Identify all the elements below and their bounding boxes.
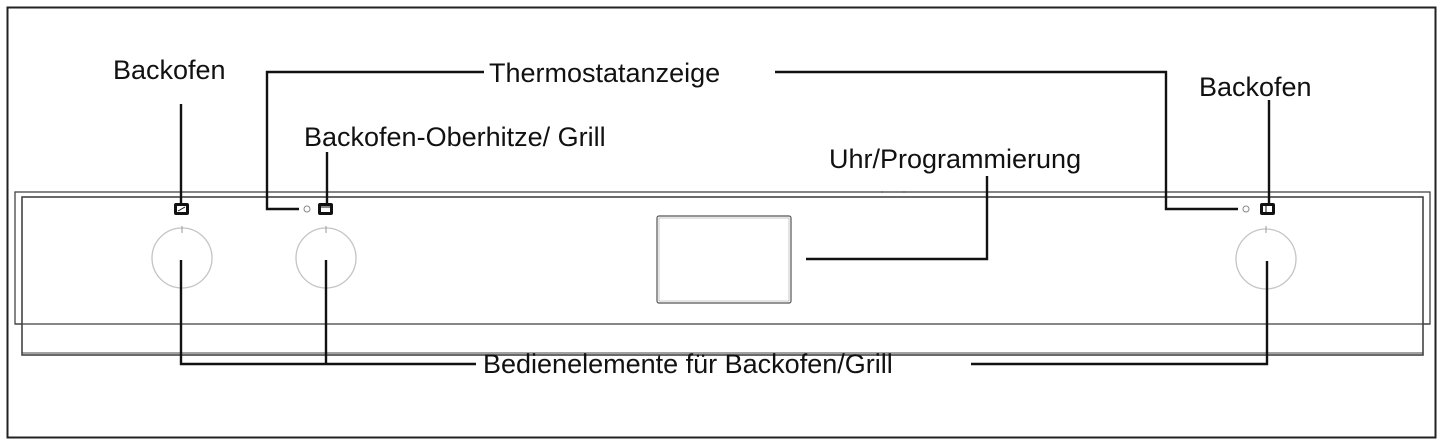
leader-controls-right xyxy=(971,261,1269,366)
label-thermostat: Thermostatanzeige xyxy=(489,58,720,88)
label-controls: Bedienelemente für Backofen/Grill xyxy=(483,349,893,379)
control-panel xyxy=(14,191,1431,356)
panel-detail-dot xyxy=(903,191,905,193)
label-top-heat-grill: Backofen-Oberhitze/ Grill xyxy=(304,122,606,152)
oven-timer-icon xyxy=(1260,203,1275,215)
leader-controls-left xyxy=(179,260,476,366)
clock-display-inner xyxy=(658,217,790,302)
indicator-lamp-icon xyxy=(1242,205,1250,213)
oven-mode-icon xyxy=(174,203,189,215)
clock-display[interactable] xyxy=(656,215,792,304)
label-oven-right: Backofen xyxy=(1199,72,1312,102)
panel-detail-dot xyxy=(881,191,883,193)
label-clock: Uhr/Programmierung xyxy=(829,144,1081,174)
grill-mode-icon xyxy=(318,203,333,215)
diagram-frame xyxy=(6,6,1437,439)
leader-thermostat-right xyxy=(775,70,1238,211)
label-oven-left: Backofen xyxy=(113,55,226,85)
leader-thermostat-left xyxy=(265,70,484,211)
indicator-lamp-icon xyxy=(303,205,311,213)
leader-clock xyxy=(806,176,989,261)
